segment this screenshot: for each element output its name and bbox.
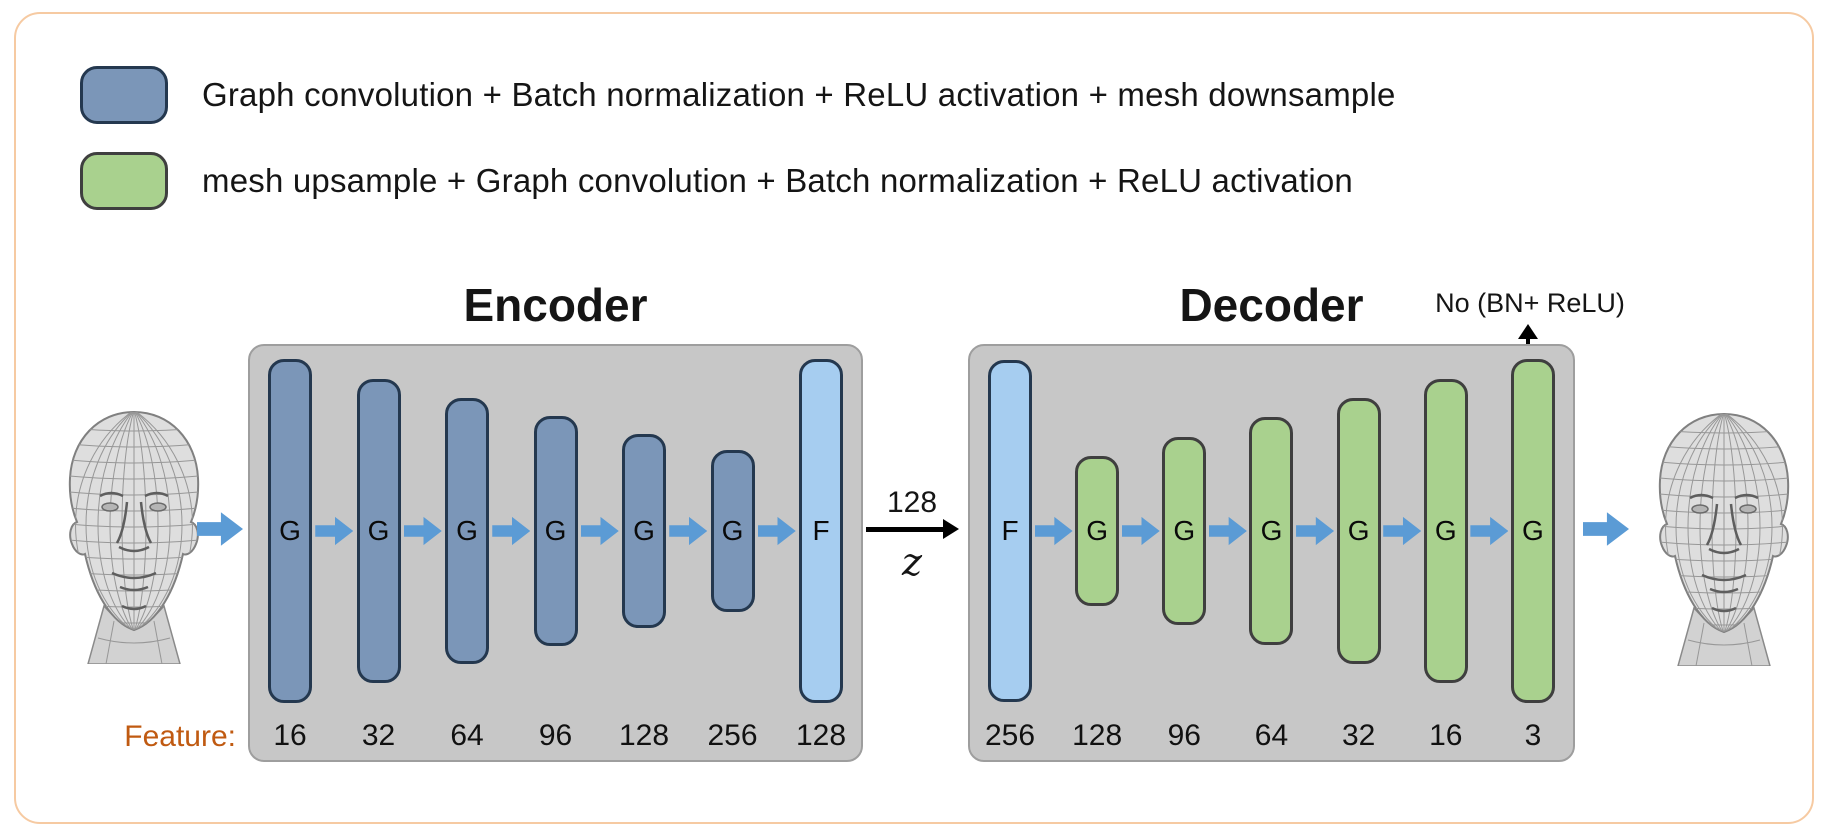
encoder-panel: G 16 G 32 G 64 G 96 G 128 G 256 F 128 xyxy=(248,344,863,762)
encoder-layer: F 128 xyxy=(795,346,847,760)
flow-arrow xyxy=(403,346,443,760)
decoder-feature-count: 32 xyxy=(1341,719,1376,752)
flow-arrow-icon xyxy=(1383,516,1422,546)
decoder-block-legend-label: mesh upsample + Graph convolution + Batc… xyxy=(202,162,1353,199)
encoder-block-legend-label: Graph convolution + Batch normalization … xyxy=(202,76,1396,113)
decoder-fc-bar: F xyxy=(988,360,1032,702)
flow-arrow xyxy=(1034,346,1074,760)
flow-arrow xyxy=(668,346,708,760)
flow-arrow-icon xyxy=(580,516,619,546)
decoder-layer-bar: G xyxy=(1423,379,1468,683)
flow-arrow xyxy=(1382,346,1422,760)
encoder-layer: G 96 xyxy=(533,346,578,760)
input-face-mesh xyxy=(48,406,220,664)
flow-arrow-icon xyxy=(1034,516,1073,546)
latent-size: 128 xyxy=(886,486,938,519)
flow-arrow-icon xyxy=(403,516,442,546)
encoder-layer: G 64 xyxy=(445,346,489,760)
encoder-layer: G 32 xyxy=(356,346,401,760)
flow-arrow xyxy=(1469,346,1509,760)
feature-label: Feature: xyxy=(124,720,236,753)
decoder-layer: G 3 xyxy=(1510,346,1555,760)
decoder-layer-bar: G xyxy=(1162,437,1207,625)
decoder-layer: G 96 xyxy=(1162,346,1207,760)
flow-arrow xyxy=(757,346,797,760)
encoder-layer: G 256 xyxy=(707,346,758,760)
decoder-output-note: No (BN+ ReLU) xyxy=(1435,288,1625,318)
decoder-layer-bar: G xyxy=(1336,398,1381,664)
encoder-layer-bar: G xyxy=(445,398,489,664)
latent-symbol: z xyxy=(901,540,923,584)
encoder-fc-bar: F xyxy=(799,359,843,703)
flow-arrow-icon xyxy=(669,516,708,546)
encoder-feature-count: 128 xyxy=(618,719,670,752)
encoder-feature-count: 32 xyxy=(361,719,396,752)
flow-arrow-icon xyxy=(1208,516,1247,546)
decoder-feature-count: 3 xyxy=(1524,719,1542,752)
decoder-layer: G 64 xyxy=(1249,346,1294,760)
encoder-title: Encoder xyxy=(463,279,648,331)
encoder-feature-count: 16 xyxy=(273,719,307,752)
flow-arrow xyxy=(580,346,620,760)
legend-item-decoder-block: mesh upsample + Graph convolution + Batc… xyxy=(80,152,1396,210)
decoder-feature-count: 128 xyxy=(1072,719,1123,752)
encoder-layer-bar: G xyxy=(356,379,401,683)
flow-arrow xyxy=(1208,346,1248,760)
decoder-layer-bar: G xyxy=(1075,456,1120,606)
encoder-feature-count: 128 xyxy=(795,719,847,752)
legend-item-encoder-block: Graph convolution + Batch normalization … xyxy=(80,66,1396,124)
flow-arrow-icon xyxy=(492,516,531,546)
decoder-block-swatch xyxy=(80,152,168,210)
decoder-layer: G 32 xyxy=(1336,346,1381,760)
flow-arrow-icon xyxy=(315,516,354,546)
encoder-feature-count: 96 xyxy=(538,719,573,752)
legend: Graph convolution + Batch normalization … xyxy=(80,66,1396,238)
encoder-feature-count: 256 xyxy=(707,719,758,752)
flow-arrow-icon xyxy=(1121,516,1160,546)
output-face-mesh xyxy=(1638,408,1810,666)
encoder-layer-bar: G xyxy=(622,434,666,628)
flow-arrow-icon xyxy=(1470,516,1509,546)
decoder-layer: G 16 xyxy=(1423,346,1468,760)
decoder-feature-count: 64 xyxy=(1254,719,1289,752)
flow-arrow xyxy=(1121,346,1161,760)
encoder-feature-count: 64 xyxy=(450,719,484,752)
decoder-layer-bar: G xyxy=(1249,417,1294,645)
decoder-title: Decoder xyxy=(1179,279,1364,331)
decoder-layer: G 128 xyxy=(1072,346,1123,760)
encoder-layer: G 16 xyxy=(268,346,312,760)
decoder-layer-bar: G xyxy=(1510,359,1555,703)
encoder-layer-bar: G xyxy=(268,359,312,703)
flow-arrow-icon xyxy=(1296,516,1335,546)
decoder-feature-count: 16 xyxy=(1429,719,1463,752)
encoder-layer-bar: G xyxy=(710,450,755,612)
decoder-panel: F 256 G 128 G 96 G 64 G 32 G 16 G 3 xyxy=(968,344,1575,762)
encoder-block-swatch xyxy=(80,66,168,124)
decoder-feature-count: 96 xyxy=(1167,719,1201,752)
flow-arrow xyxy=(314,346,354,760)
decoder-feature-count: 256 xyxy=(984,719,1036,752)
flow-arrow xyxy=(491,346,531,760)
flow-arrow xyxy=(1295,346,1335,760)
encoder-layer-bar: G xyxy=(533,416,578,646)
encoder-layer: G 128 xyxy=(618,346,670,760)
latent-arrow-icon xyxy=(866,519,959,539)
flow-arrow-icon xyxy=(757,516,796,546)
decoder-layer: F 256 xyxy=(984,346,1036,760)
